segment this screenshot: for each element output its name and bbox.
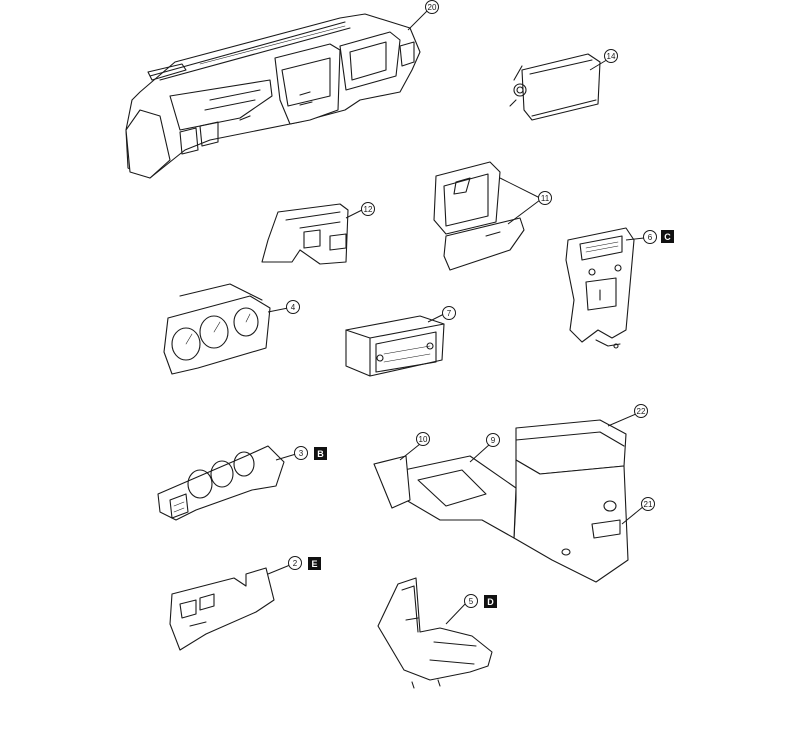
part-instrument-panel: [125, 13, 421, 179]
part-cluster-lid: [157, 445, 285, 521]
callout-6-label: 6: [648, 233, 653, 242]
ref-badge-b-label: B: [317, 449, 324, 459]
part-combination-meter: [163, 283, 271, 375]
callout-12: 12: [361, 202, 375, 216]
callout-3: 3: [294, 446, 308, 460]
ref-badge-e-label: E: [311, 559, 317, 569]
callout-11: 11: [538, 191, 552, 205]
ref-badge-d: D: [484, 595, 497, 608]
callout-3-label: 3: [299, 449, 304, 458]
part-instrument-lower-panel: [169, 567, 275, 651]
callout-5-label: 5: [469, 597, 474, 606]
callout-4-label: 4: [291, 303, 296, 312]
callout-20-label: 20: [428, 3, 437, 12]
callout-20: 20: [425, 0, 439, 14]
part-shift-boot-finisher: [377, 577, 493, 689]
callout-14: 14: [604, 49, 618, 63]
callout-6: 6: [643, 230, 657, 244]
callout-5: 5: [464, 594, 478, 608]
callout-7-label: 7: [447, 309, 452, 318]
callout-10-label: 10: [419, 435, 428, 444]
ref-badge-b: B: [314, 447, 327, 460]
part-center-console-assembly: [373, 419, 629, 583]
part-lower-panel-bracket: [261, 203, 349, 265]
callout-2-label: 2: [293, 559, 298, 568]
ref-badge-c: C: [661, 230, 674, 243]
part-center-cluster-bezel: [565, 227, 635, 349]
callout-7: 7: [442, 306, 456, 320]
callout-2: 2: [288, 556, 302, 570]
callout-22-label: 22: [637, 407, 646, 416]
callout-4: 4: [286, 300, 300, 314]
ref-badge-d-label: D: [487, 597, 494, 607]
part-passenger-airbag-module: [509, 53, 601, 121]
callout-9: 9: [486, 433, 500, 447]
callout-22: 22: [634, 404, 648, 418]
callout-9-label: 9: [491, 436, 496, 445]
callout-14-label: 14: [607, 52, 616, 61]
ref-badge-e: E: [308, 557, 321, 570]
callout-21: 21: [641, 497, 655, 511]
callout-11-label: 11: [541, 194, 550, 203]
ref-badge-c-label: C: [664, 232, 671, 242]
part-glove-box: [433, 161, 525, 271]
callout-12-label: 12: [364, 205, 373, 214]
callout-21-label: 21: [644, 500, 653, 509]
callout-10: 10: [416, 432, 430, 446]
part-audio-unit: [345, 315, 445, 377]
